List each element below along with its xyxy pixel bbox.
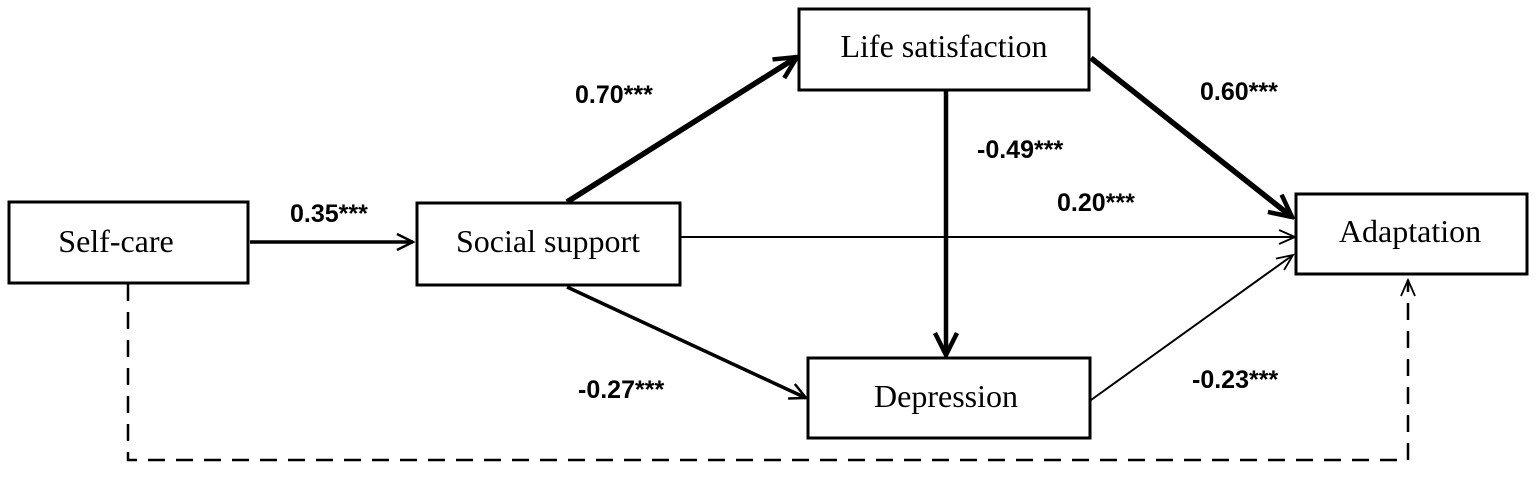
node-depression: Depression	[806, 356, 1092, 440]
node-self-care: Self-care	[7, 200, 250, 285]
coef-socialsupport-to-depression: -0.27***	[578, 376, 664, 404]
node-life-satisfaction: Life satisfaction	[797, 7, 1091, 92]
coef-socialsupport-to-lifesatisfaction: 0.70***	[575, 81, 653, 109]
coef-lifesatisfaction-to-adaptation: 0.60***	[1200, 78, 1278, 106]
edge-lifesatisfaction-to-adaptation	[1089, 55, 1292, 217]
edge-socialsupport-to-depression	[566, 285, 806, 398]
node-depression-label: Depression	[874, 378, 1018, 414]
node-social-support: Social support	[415, 201, 682, 287]
coef-depression-to-adaptation: -0.23***	[1192, 366, 1278, 394]
coef-socialsupport-to-adaptation: 0.20***	[1057, 189, 1135, 217]
node-social-support-label: Social support	[456, 223, 640, 259]
edge-selfcare-to-adaptation-dashed	[126, 280, 1408, 462]
node-adaptation: Adaptation	[1294, 192, 1529, 276]
coef-selfcare-to-socialsupport: 0.35***	[290, 200, 368, 228]
node-life-satisfaction-label: Life satisfaction	[840, 28, 1047, 64]
edge-depression-to-adaptation	[1090, 255, 1293, 401]
coef-lifesatisfaction-to-depression: -0.49***	[977, 136, 1063, 164]
node-self-care-label: Self-care	[58, 223, 173, 259]
edge-socialsupport-to-lifesatisfaction	[565, 57, 797, 205]
node-adaptation-label: Adaptation	[1339, 213, 1481, 249]
